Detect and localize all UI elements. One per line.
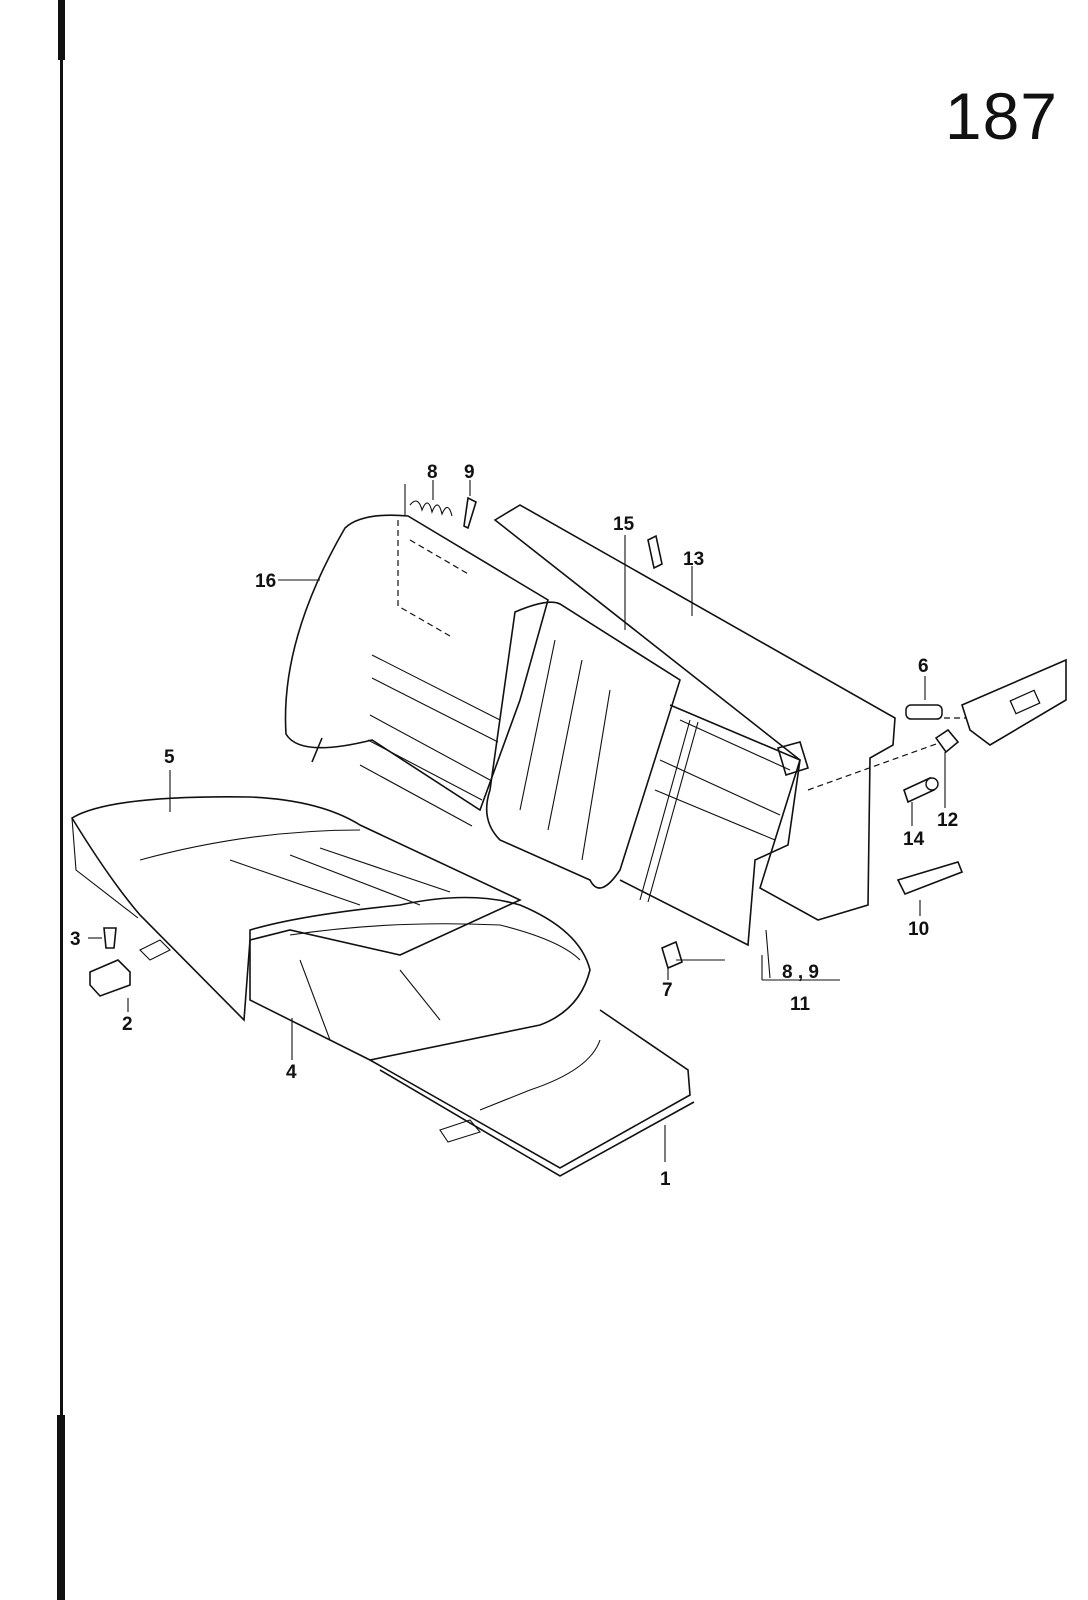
callout-12: 12 <box>937 810 958 831</box>
callout-15: 15 <box>613 514 635 535</box>
leader-lines <box>88 480 966 1162</box>
seat-cover-5 <box>70 796 522 1022</box>
bolt-6 <box>905 704 943 720</box>
callout-13: 13 <box>683 549 704 570</box>
callout-10: 10 <box>908 919 929 940</box>
trim-cap-10 <box>896 861 964 896</box>
callout-11: 11 <box>790 994 811 1015</box>
seat-foam-4 <box>249 896 591 1061</box>
latch-mechanism <box>777 741 809 777</box>
callout-2: 2 <box>122 1014 133 1035</box>
callout-3: 3 <box>70 929 81 950</box>
callout-4: 4 <box>286 1062 297 1083</box>
callout-7: 7 <box>662 980 673 1001</box>
callout-1: 1 <box>660 1169 671 1190</box>
bracket-15 <box>647 534 663 570</box>
screw-9 <box>463 496 477 530</box>
callout-6: 6 <box>918 656 929 677</box>
hinge-clip-2 <box>89 939 171 997</box>
spring-8 <box>409 500 453 517</box>
screw-3 <box>103 927 117 949</box>
callout-8-9: 8 , 9 <box>782 962 819 983</box>
callout-9-top: 9 <box>464 462 475 483</box>
striker-plate <box>961 658 1067 746</box>
callout-5: 5 <box>164 747 175 768</box>
stop-7 <box>661 940 683 970</box>
binding-bar-bottom <box>57 1415 65 1600</box>
page-number: 187 <box>944 79 1058 153</box>
binding-bar-line <box>60 0 63 1600</box>
rear-panel-13 <box>493 504 896 921</box>
backrest-cover-16 <box>284 514 549 827</box>
callout-16: 16 <box>255 571 276 592</box>
bolt-14 <box>903 776 939 804</box>
backrest-foam-15 <box>485 601 681 889</box>
callout-8-top: 8 <box>427 462 438 483</box>
seat-frame-1 <box>369 1009 695 1177</box>
latch-12 <box>934 728 960 754</box>
callout-14: 14 <box>903 829 925 850</box>
backrest-frame <box>619 704 801 947</box>
